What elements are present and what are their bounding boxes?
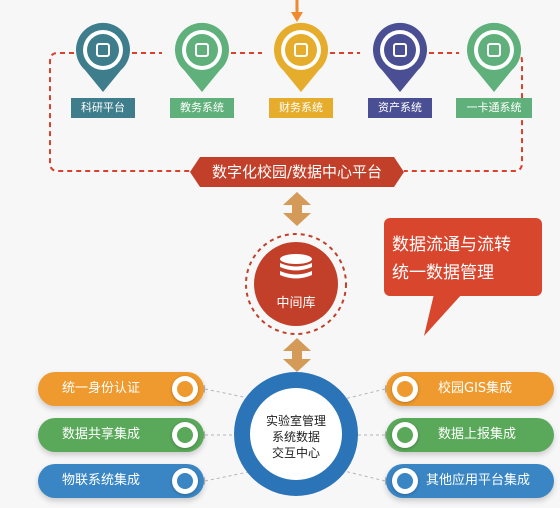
database-icon	[280, 254, 312, 279]
integration-icon	[392, 468, 418, 494]
integration-icon	[172, 376, 198, 402]
system-label: 一卡通系统	[456, 98, 532, 118]
integration-icon	[172, 422, 198, 448]
card-icon	[484, 40, 504, 60]
interaction-hub: 实验室管理 系统数据 交互中心	[234, 372, 358, 496]
right-pill: 校园GIS集成	[386, 372, 554, 406]
left-pill-label: 数据共享集成	[62, 427, 141, 442]
left-pill: 物联系统集成	[38, 464, 204, 498]
system-pin: 教务系统	[170, 18, 234, 122]
system-label: 教务系统	[170, 98, 234, 118]
platform-label: 数字化校园/数据中心平台	[211, 163, 383, 181]
callout-line1: 数据流通与流转	[392, 235, 511, 255]
right-pill-label: 校园GIS集成	[438, 381, 513, 396]
right-pill: 其他应用平台集成	[386, 464, 554, 498]
left-pill: 统一身份认证	[38, 372, 204, 406]
right-pill: 数据上报集成	[386, 418, 554, 452]
platform-banner: 数字化校园/数据中心平台	[190, 157, 404, 187]
system-label: 科研平台	[71, 98, 135, 118]
left-pill: 数据共享集成	[38, 418, 204, 452]
system-pin: 科研平台	[71, 18, 135, 122]
documents-icon	[192, 40, 212, 60]
system-label: 资产系统	[368, 98, 432, 118]
right-pill-label: 数据上报集成	[438, 427, 517, 442]
callout-line2: 统一数据管理	[392, 263, 494, 283]
integration-icon	[392, 376, 418, 402]
double-arrow-top	[283, 192, 311, 226]
banknote-icon	[291, 40, 311, 60]
system-pin: 一卡通系统	[456, 18, 532, 122]
right-pill-label: 其他应用平台集成	[426, 473, 531, 488]
hub-line3: 交互中心	[271, 446, 320, 460]
middle-label: 中间库	[276, 296, 316, 311]
left-pill-label: 统一身份认证	[62, 381, 141, 396]
callout-bubble: 数据流通与流转 统一数据管理	[384, 218, 544, 338]
system-label: 财务系统	[269, 98, 333, 118]
left-pill-label: 物联系统集成	[62, 473, 141, 488]
double-arrow-bottom	[283, 338, 311, 372]
middle-database: 中间库	[244, 232, 348, 336]
hub-line2: 系统数据	[271, 430, 320, 444]
system-pin: 资产系统	[368, 18, 432, 122]
integration-icon	[392, 422, 418, 448]
integration-icon	[172, 468, 198, 494]
hub-line1: 实验室管理	[265, 414, 326, 428]
flask-icon	[93, 40, 113, 60]
money-bag-icon	[390, 40, 410, 60]
system-pin: 财务系统	[269, 18, 333, 122]
